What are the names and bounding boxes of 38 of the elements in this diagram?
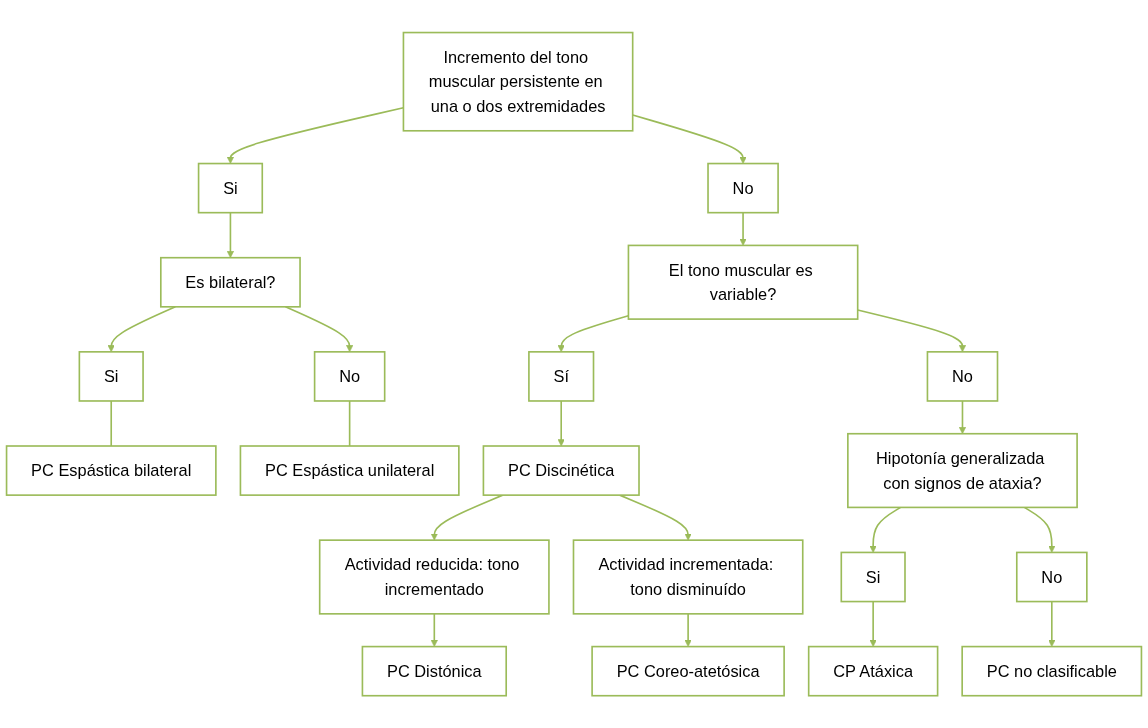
node-box: PC Coreo-atetósica	[591, 645, 785, 697]
node-box: PC Espástica unilateral	[239, 445, 460, 496]
arrow	[107, 305, 177, 353]
arrow	[557, 314, 630, 353]
arrow	[958, 400, 967, 434]
node-box: Es bilateral?	[160, 256, 301, 308]
node-box: Actividad reducida: tono incrementado	[318, 539, 550, 615]
node-box: Si	[78, 350, 144, 402]
arrow	[739, 211, 747, 246]
node-box: No	[1015, 551, 1088, 603]
arrow	[1048, 600, 1056, 647]
node-box: PC Distónica	[361, 645, 507, 697]
arrow	[684, 612, 692, 647]
node-box: No	[313, 350, 386, 402]
connector	[348, 400, 351, 447]
arrow	[226, 211, 235, 258]
arrow	[430, 612, 438, 647]
node-box: Si	[197, 162, 264, 214]
arrow	[430, 494, 504, 541]
node-box: No	[926, 350, 999, 402]
node-box: CP Atáxica	[807, 645, 939, 697]
arrow	[618, 494, 692, 541]
node-box: PC Espástica bilateral	[5, 445, 217, 496]
node-box: Actividad incrementada: tono disminuído	[572, 539, 804, 615]
node-box: Incremento del tono muscular persistente en una o dos extremidades	[402, 31, 634, 132]
arrow	[557, 400, 565, 447]
node-box: El tono muscular es variable?	[627, 244, 859, 320]
arrow	[1023, 506, 1056, 553]
node-box: Si	[840, 551, 906, 603]
arrow	[869, 506, 902, 553]
arrow	[869, 600, 877, 647]
node-box: Sí	[528, 350, 595, 402]
node-box: No	[707, 162, 779, 214]
arrow	[284, 305, 354, 353]
connector	[110, 400, 113, 447]
node-box: Hipotonía generalizada con signos de ataxia?	[847, 432, 1078, 509]
node-box: PC Discinética	[482, 445, 640, 496]
node-box: PC no clasificable	[961, 645, 1143, 697]
